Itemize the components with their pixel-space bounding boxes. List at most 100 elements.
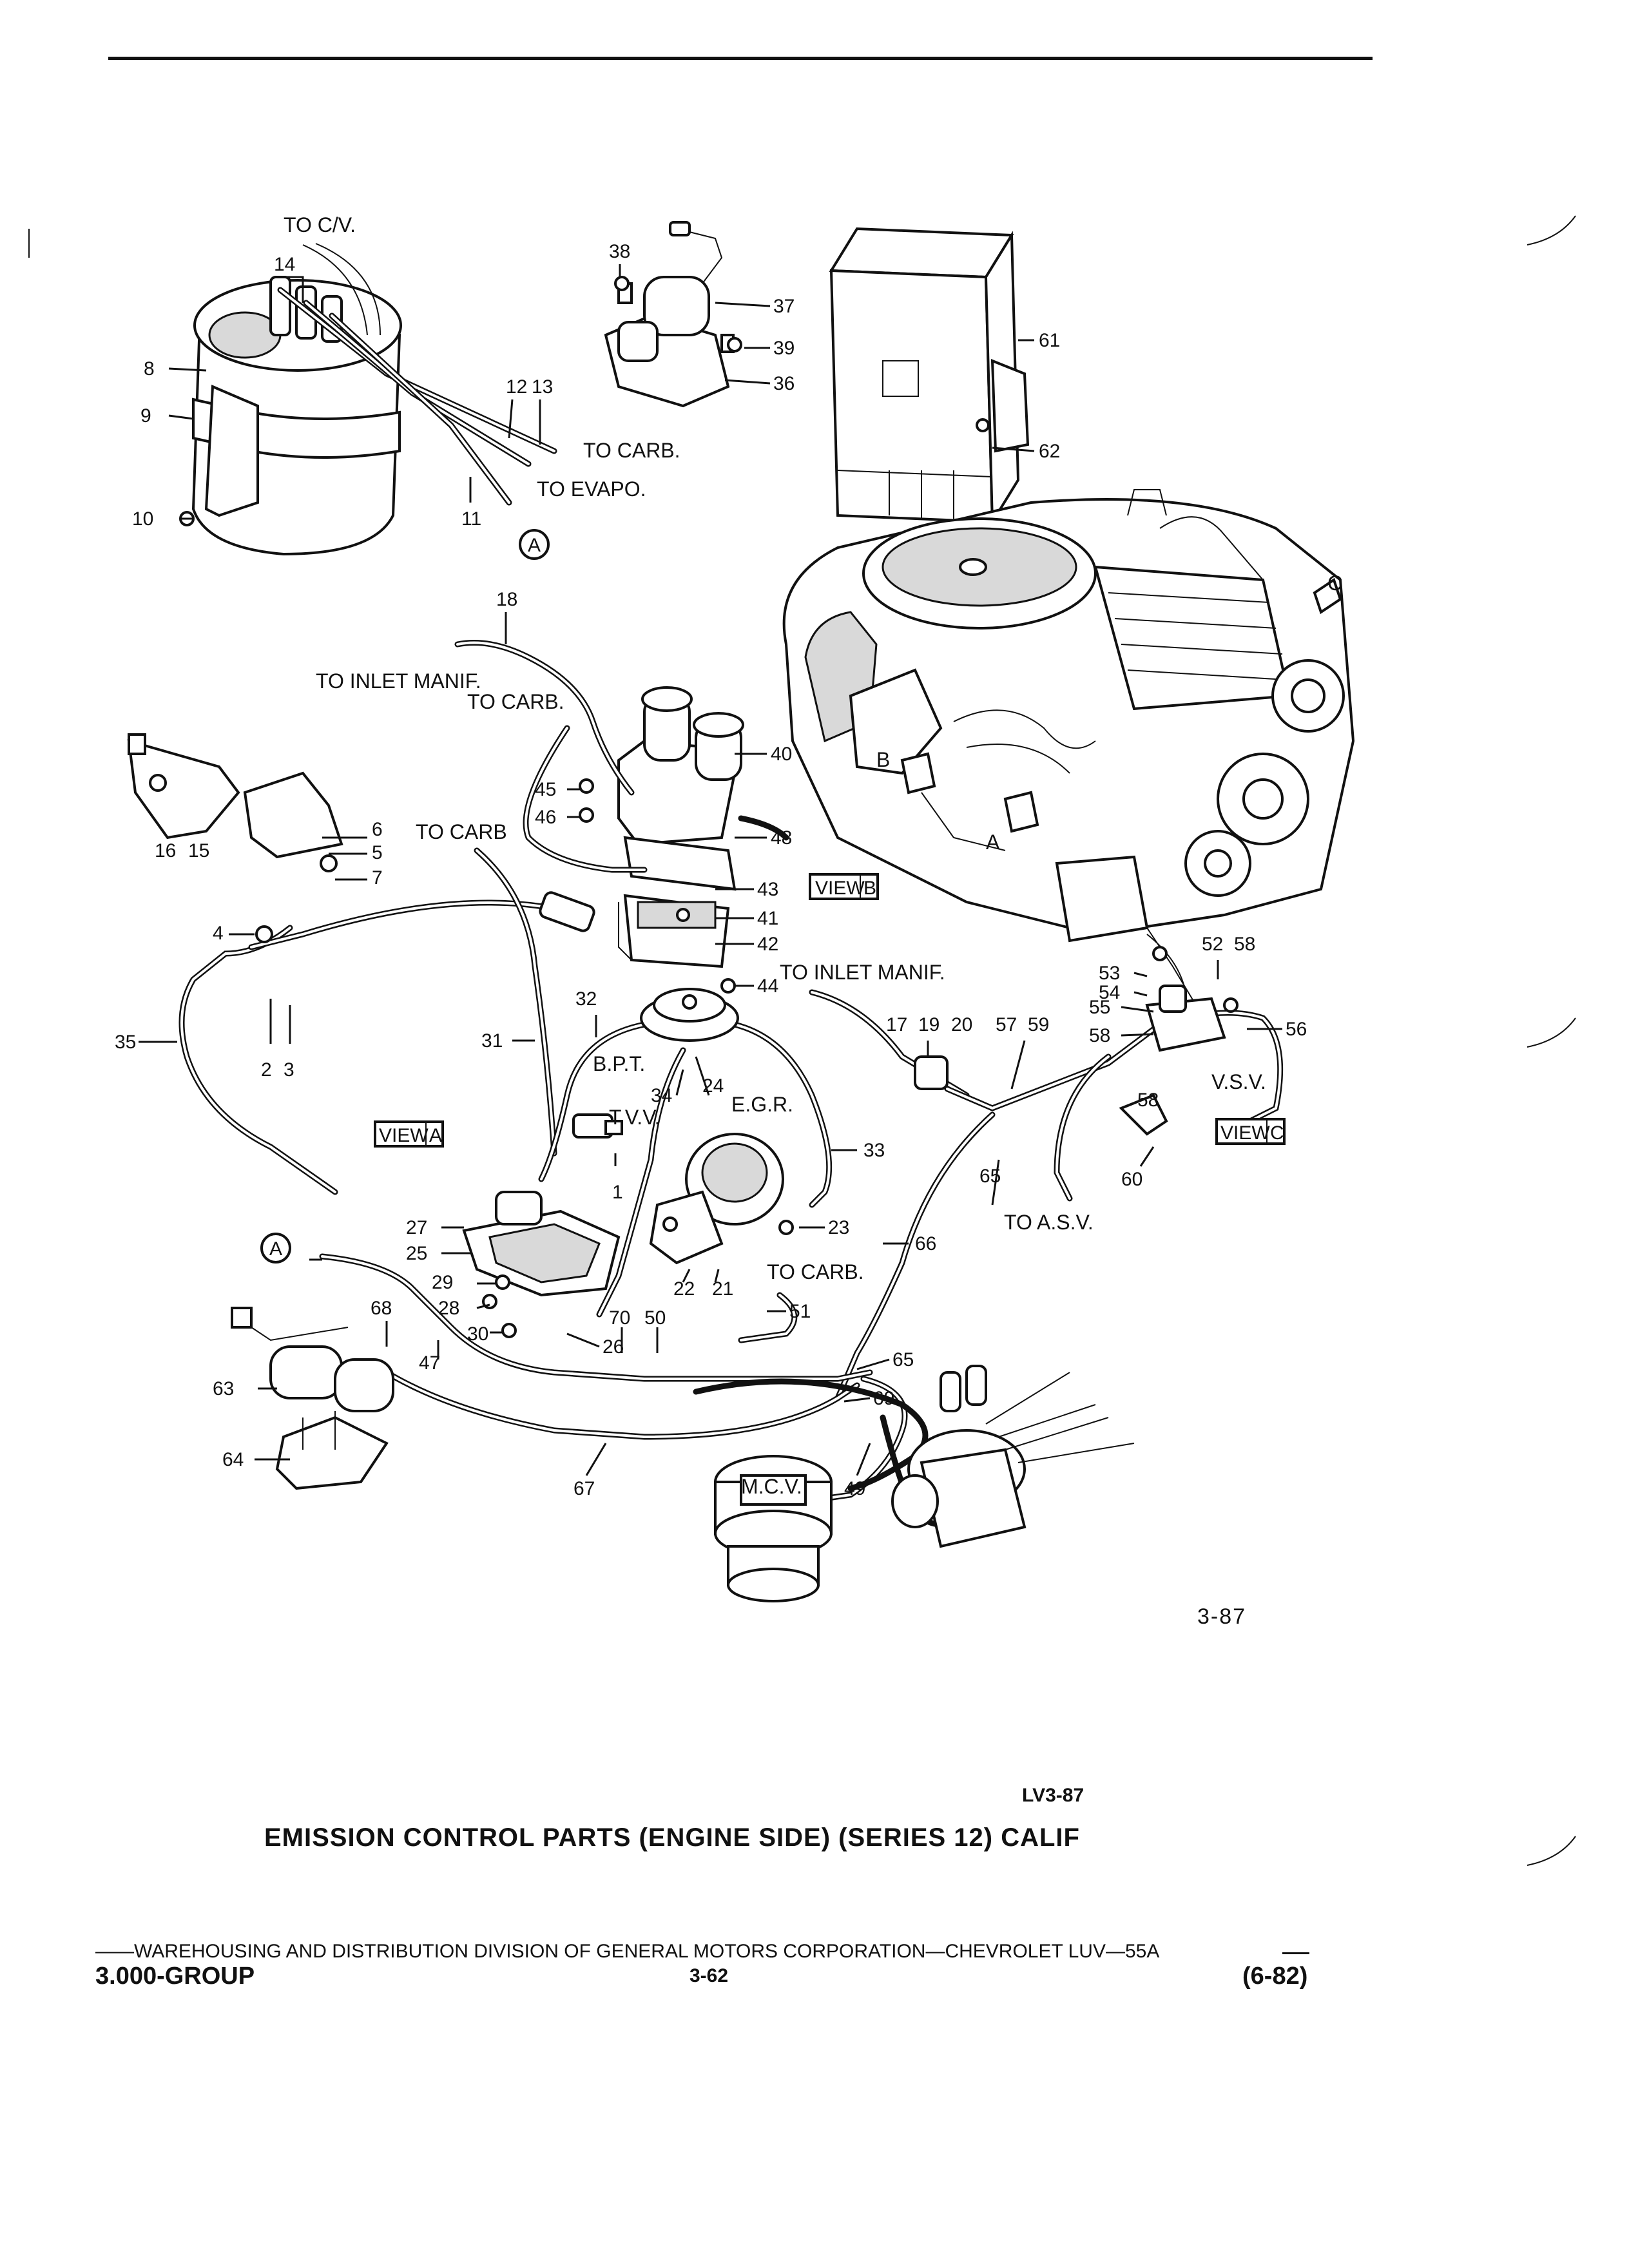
reference-marker-a-label: A [528,535,541,556]
callout-60: 60 [1121,1169,1142,1190]
callout-2: 2 [261,1059,272,1081]
callout-43: 43 [757,879,778,900]
mcv-valve [714,1455,833,1602]
callout-44: 44 [757,975,778,997]
callout-41: 41 [757,908,778,929]
callout-63: 63 [213,1378,234,1399]
callout-26: 26 [602,1336,624,1358]
note-tvv: T.V.V. [609,1106,660,1129]
callout-30: 30 [467,1323,488,1345]
part-callouts: 14 8 9 10 11 12 13 38 37 39 36 61 62 18 … [115,241,1307,1499]
callout-7: 7 [372,867,383,889]
view-labels: VIEW B VIEW A VIEW C [374,873,1286,1148]
engine-marker-c: C [1327,572,1342,595]
solenoid-valve [604,221,735,408]
brackets [127,733,343,872]
callout-42: 42 [757,934,778,955]
callout-61: 61 [1039,330,1060,351]
view-a-letter: A [429,1125,442,1146]
reference-marker-a-label-2: A [269,1238,282,1260]
note-to-inlet-manif-1: TO INLET MANIF. [316,669,481,693]
distributor [891,1365,1135,1548]
engine-assembly [782,489,1355,1019]
figure-reference: 3-87 [1197,1604,1247,1629]
callout-17: 17 [886,1014,907,1035]
view-b-label: VIEW [815,878,865,899]
footer-date: (6-82) [1242,1963,1308,1990]
fasteners [179,276,1239,1338]
callout-32: 32 [575,988,597,1010]
note-vsv: V.S.V. [1211,1070,1266,1093]
figure-code: LV3-87 [1022,1785,1084,1806]
callout-34: 34 [651,1085,672,1106]
callout-19: 19 [918,1014,940,1035]
callout-33: 33 [863,1140,885,1161]
leader-lines [139,264,1282,1476]
callout-15: 15 [188,840,209,861]
callout-23: 23 [828,1217,849,1238]
note-egr: E.G.R. [731,1093,793,1116]
reference-marker-a: A A [260,529,550,1264]
vacuum-hoses [178,640,1284,1528]
footer-page: 3-62 [689,1965,729,1986]
callout-29: 29 [432,1272,453,1293]
engine-marker-a: A [986,831,1000,854]
valve-assembly-63 [231,1307,394,1490]
vsv-valve [1119,934,1226,1136]
callout-46: 46 [535,807,556,828]
callout-59: 59 [1028,1014,1049,1035]
view-a-label: VIEW [379,1125,429,1146]
figure-title: EMISSION CONTROL PARTS (ENGINE SIDE) (SE… [264,1823,1080,1852]
note-bpt: B.P.T. [593,1052,645,1075]
callout-50: 50 [644,1307,666,1329]
callout-35: 35 [115,1032,136,1053]
callout-51: 51 [789,1301,811,1322]
callout-66: 66 [915,1233,936,1254]
callout-27: 27 [406,1217,427,1238]
callout-3: 3 [284,1059,294,1081]
callout-28: 28 [438,1298,459,1319]
charcoal-canister [191,243,557,556]
callout-36: 36 [773,373,795,394]
view-c-letter: C [1270,1122,1284,1144]
callout-62: 62 [1039,441,1060,462]
callout-70: 70 [609,1307,630,1329]
callout-16: 16 [155,840,176,861]
callout-1: 1 [612,1182,623,1203]
margin-mark-2 [1527,1017,1576,1048]
control-unit [829,227,1030,526]
callout-58-b: 58 [1089,1025,1110,1046]
callout-13: 13 [532,376,553,398]
engine-marker-b: B [876,748,890,771]
callout-14: 14 [274,254,295,275]
callout-37: 37 [773,296,795,317]
note-to-carb-2: TO CARB. [467,690,564,713]
callout-31: 31 [481,1030,503,1052]
callout-39: 39 [773,338,795,359]
note-to-inlet-manif-2: TO INLET MANIF. [780,961,945,984]
callout-38: 38 [609,241,630,262]
callout-18: 18 [496,589,517,610]
callout-12: 12 [506,376,527,398]
note-mcv: M.C.V. [741,1475,802,1498]
tvv-plate [462,1191,621,1297]
callout-58: 58 [1234,934,1255,955]
callout-25: 25 [406,1243,427,1264]
callout-10: 10 [132,508,153,530]
margin-mark [1527,215,1576,245]
destination-notes: TO C/V. TO CARB. TO EVAPO. TO INLET MANI… [284,213,1342,1498]
callout-65: 65 [979,1166,1001,1187]
callout-4: 4 [213,923,224,944]
callout-20: 20 [951,1014,972,1035]
callout-21: 21 [712,1278,733,1300]
callout-64: 64 [222,1449,244,1470]
callout-9: 9 [140,405,151,427]
callout-68: 68 [371,1298,392,1319]
callout-5: 5 [372,842,383,863]
callout-49: 49 [844,1478,865,1499]
callout-57: 57 [996,1014,1017,1035]
note-to-carb-1: TO CARB. [583,439,680,462]
note-to-carb-4: TO CARB. [767,1260,864,1283]
view-b-letter: B [863,878,876,899]
callout-53: 53 [1099,963,1120,984]
